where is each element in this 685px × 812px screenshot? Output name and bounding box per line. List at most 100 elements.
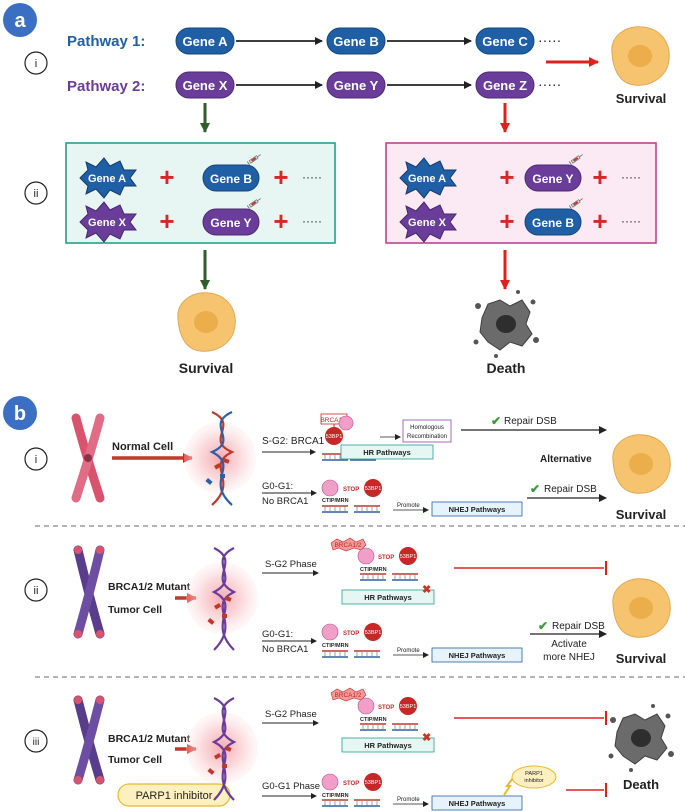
row-ii-marker — [24, 181, 48, 205]
gene-a-node — [175, 27, 235, 55]
gene-x-label: Gene X — [183, 78, 228, 93]
stop-label-ii: STOP — [378, 555, 394, 561]
g0g1-label-i: G0-G1: — [262, 481, 293, 492]
box2-dots-1: ····· — [621, 170, 641, 184]
gene-b-node — [326, 27, 386, 55]
survival-top-label: Survival — [616, 91, 667, 106]
dna-strand-nhej-i-2 — [353, 505, 381, 513]
box2-plus-3: + — [499, 206, 514, 236]
53bp1-label-nhej-i: 53BP1 — [365, 486, 382, 492]
gene-a-label: Gene A — [182, 34, 228, 49]
dna-strand-nhej-ii-1 — [321, 650, 349, 658]
activate-label-1: Activate — [551, 639, 587, 650]
ctip-protein-iii — [357, 697, 375, 715]
mutant-label-iii-2: Tumor Cell — [108, 754, 162, 766]
sg2-phase-label-iii: S-G2 Phase — [265, 709, 317, 720]
promote-label-i: Promote — [397, 503, 420, 509]
dna-strand-iii-2 — [391, 723, 419, 731]
survival-cell-b-ii-icon — [612, 578, 671, 638]
survival-b-ii-label: Survival — [616, 651, 667, 666]
b-row-iii-label: iii — [33, 737, 40, 748]
box2-gene-y-label: Gene Y — [532, 172, 573, 186]
survival-b-i-label: Survival — [616, 507, 667, 522]
box1-plus-3: + — [159, 206, 174, 236]
panel-b-badge-label: b — [14, 403, 26, 425]
alternative-label: Alternative — [540, 454, 592, 465]
pathway-2-dots: ····· — [538, 76, 561, 92]
mutant-label-ii-1: BRCA1/2 Mutant — [108, 581, 191, 593]
g0g1-label-ii: G0-G1: — [262, 629, 293, 640]
box1-plus-4: + — [273, 206, 288, 236]
parp-inhibitor-label: PARP1 inhibitor — [136, 790, 213, 802]
box1-gene-y-node — [202, 208, 260, 236]
gene-x-burst-icon — [79, 201, 137, 243]
ctip-protein-nhej-i — [321, 479, 339, 497]
ctip-label-ii: CTIP/MRN — [360, 567, 387, 573]
nhej-pathways-box-iii — [431, 795, 523, 811]
g0g1-phase-label-iii: G0-G1 Phase — [262, 781, 320, 792]
gene-x-burst-icon-right — [399, 201, 457, 243]
dna-strand-ii-2 — [391, 573, 419, 581]
gene-y-label: Gene Y — [334, 78, 379, 93]
lightning-icon — [503, 777, 514, 796]
nhej-pathways-label-iii: NHEJ Pathways — [449, 799, 506, 808]
repair-dsb-label-i-2: Repair DSB — [544, 484, 597, 495]
pathway-1-dots: ····· — [538, 32, 561, 48]
panel-b-badge — [3, 396, 37, 430]
dna-damage-icon-ii — [186, 547, 258, 651]
stop-label-i: STOP — [343, 487, 359, 493]
no-brca1-label-i: No BRCA1 — [262, 496, 308, 507]
gene-c-node — [475, 27, 535, 55]
b-row-ii-marker — [24, 578, 48, 602]
homologous-line1: Homologous — [410, 425, 444, 431]
promote-label-ii: Promote — [397, 648, 420, 654]
stop-label-iii: STOP — [378, 705, 394, 711]
ctip-label-nhej-iii: CTIP/MRN — [322, 793, 349, 799]
normal-chromosome-icon — [71, 413, 105, 503]
repair-dsb-label-ii: Repair DSB — [552, 621, 605, 632]
53bp1-protein-iii — [399, 697, 417, 715]
dna-strand-nhej-iii-1 — [321, 799, 349, 807]
homologous-line2: Recombination — [407, 434, 447, 440]
dna-strand-iii-1 — [359, 723, 387, 731]
panel-a-badge — [3, 3, 37, 37]
box1-gene-b-label: Gene B — [210, 172, 252, 186]
dna-damage-icon-i — [184, 411, 256, 506]
ctip-label-nhej-i: CTIP/MRN — [322, 498, 349, 504]
survival-cell-b-i-icon — [612, 434, 671, 494]
box2-dots-2: ····· — [621, 214, 641, 228]
box1-plus-1: + — [159, 162, 174, 192]
row-i-label: i — [35, 58, 37, 70]
b-row-iii-marker — [24, 729, 48, 753]
brca12-label-i: BRCA1/2 — [320, 417, 347, 424]
brca12-burst-icon-ii — [330, 537, 367, 552]
dead-cell-top-icon — [473, 289, 540, 359]
check-icon-i-1: ✔ — [491, 414, 501, 428]
dna-strand-ii-1 — [359, 573, 387, 581]
row-i-marker — [24, 51, 48, 75]
pathway-1-label: Pathway 1: — [67, 33, 145, 50]
box1-gene-b-node — [202, 164, 260, 192]
brca12-label-ii: BRCA1/2 — [334, 542, 361, 549]
box1-plus-2: + — [273, 162, 288, 192]
mutant-chromosome-icon-iii — [73, 695, 105, 785]
parp-inhibitor-small-pill — [511, 765, 557, 789]
nhej-pathways-box-i — [431, 501, 523, 517]
gene-a-burst-icon — [79, 157, 137, 199]
survival-cell-bottom-icon — [177, 292, 236, 352]
dead-cell-bottom-icon — [608, 703, 675, 773]
brca12-label-iii: BRCA1/2 — [334, 692, 361, 699]
parp-small-label-2: inhibitor — [524, 778, 543, 784]
mutant-chromosome-icon-ii — [73, 545, 105, 639]
hr-pathways-box-iii — [341, 737, 435, 753]
ctip-protein-nhej-iii — [321, 773, 339, 791]
mutant-label-iii-1: BRCA1/2 Mutant — [108, 733, 191, 745]
53bp1-label-nhej-ii: 53BP1 — [365, 630, 382, 636]
ctip-protein-i — [338, 415, 354, 431]
box1-dots-2: ····· — [302, 214, 322, 228]
dna-strand-nhej-iii-2 — [353, 799, 381, 807]
survival-bottom-label: Survival — [179, 360, 233, 376]
row-ii-label: ii — [34, 188, 39, 200]
sg2-brca1-label: S-G2: BRCA1 — [262, 436, 325, 447]
